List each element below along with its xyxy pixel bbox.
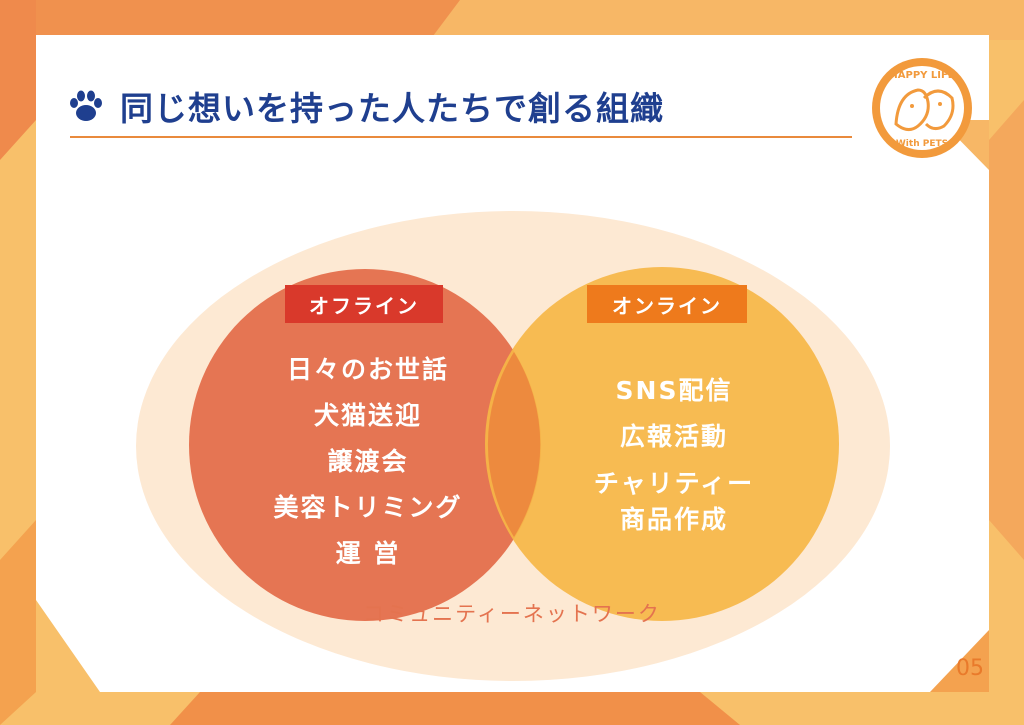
offline-item: 運 営: [335, 539, 401, 568]
page-title: 同じ想いを持った人たちで創る組織: [120, 89, 664, 128]
offline-circle: [189, 269, 541, 621]
online-item: チャリティー: [593, 469, 755, 498]
offline-item: 犬猫送迎: [313, 401, 422, 430]
online-item: 広報活動: [619, 422, 728, 451]
online-tag: オンライン: [587, 285, 747, 323]
online-items: SNS配信 広報活動 チャリティー 商品作成: [556, 368, 792, 538]
page-number: 05: [956, 656, 984, 681]
logo-text-bottom: With PETS: [896, 139, 948, 149]
paw-icon: [70, 90, 102, 121]
title-row: 同じ想いを持った人たちで創る組織: [66, 76, 664, 136]
online-item: 商品作成: [619, 505, 728, 534]
offline-tag: オフライン: [285, 285, 443, 323]
happy-life-with-pets-logo: HAPPY LIFE With PETS: [872, 58, 972, 158]
offline-item: 日々のお世話: [286, 355, 449, 384]
offline-item: 美容トリミング: [273, 493, 463, 522]
logo-text-top: HAPPY LIFE: [889, 70, 954, 81]
online-item: SNS配信: [615, 376, 733, 405]
community-label: コミュニティーネットワーク: [363, 602, 661, 626]
title-underline: [70, 136, 852, 138]
offline-item: 譲渡会: [327, 447, 409, 476]
online-circle: [485, 267, 839, 621]
offline-items: 日々のお世話 犬猫送迎 譲渡会 美容トリミング 運 営: [220, 347, 516, 577]
overlap-region: [487, 352, 541, 537]
